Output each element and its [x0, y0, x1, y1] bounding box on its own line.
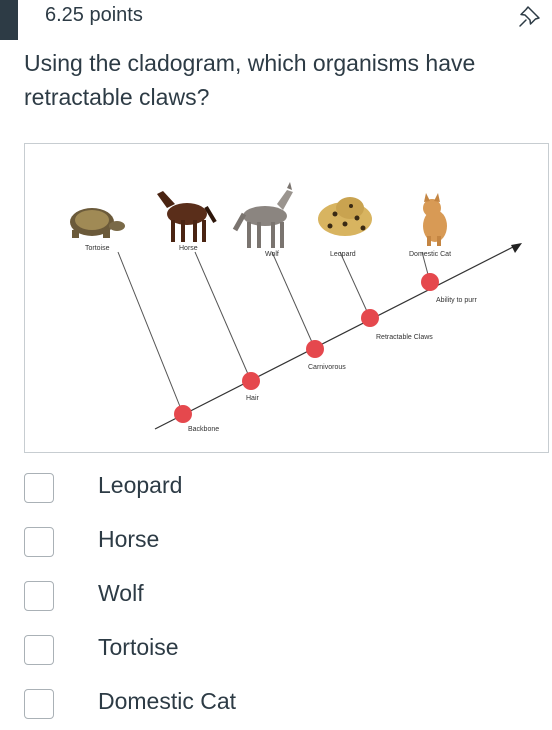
- node-backbone: [174, 405, 192, 423]
- question-text: Using the cladogram, which organisms hav…: [24, 50, 476, 110]
- tortoise-image: [70, 208, 125, 238]
- node-retractable-claws: [361, 309, 379, 327]
- node-ability-to-purr: [421, 273, 439, 291]
- checkbox[interactable]: [24, 689, 54, 719]
- cladogram-arrowhead: [511, 243, 522, 253]
- wolf-image: [232, 182, 293, 248]
- leopard-image: [318, 197, 372, 236]
- label-wolf: Wolf: [265, 251, 279, 258]
- answer-option-leopard[interactable]: Leopard: [24, 466, 524, 510]
- trait-hair: Hair: [246, 395, 260, 402]
- answer-label: Domestic Cat: [98, 688, 237, 714]
- checkbox[interactable]: [24, 527, 54, 557]
- branch-wolf: [271, 251, 316, 350]
- answer-option-domestic-cat[interactable]: Domestic Cat: [24, 682, 524, 726]
- branch-horse: [194, 251, 252, 382]
- label-leopard: Leopard: [330, 251, 356, 258]
- horse-image: [157, 191, 217, 242]
- label-domestic-cat: Domestic Cat: [409, 251, 451, 258]
- pin-icon[interactable]: [516, 2, 544, 30]
- domestic-cat-image: [423, 193, 447, 246]
- trait-ability-to-purr: Ability to purr: [436, 297, 478, 304]
- label-tortoise: Tortoise: [85, 245, 110, 252]
- trait-backbone: Backbone: [188, 426, 219, 433]
- label-horse: Horse: [179, 245, 198, 252]
- checkbox[interactable]: [24, 473, 54, 503]
- node-hair: [242, 372, 260, 390]
- question-nav-tab: [0, 0, 18, 40]
- answer-label: Horse: [98, 526, 160, 552]
- trait-retractable-claws: Retractable Claws: [376, 334, 433, 341]
- cladogram-axis: [154, 246, 514, 430]
- answer-option-horse[interactable]: Horse: [24, 520, 524, 564]
- question-points: 6.25 points: [45, 4, 143, 26]
- cladogram-figure: Tortoise Horse Wolf Leopard Domestic Cat…: [24, 143, 549, 453]
- answer-label: Wolf: [98, 580, 144, 606]
- node-carnivorous: [306, 340, 324, 358]
- answer-label: Tortoise: [98, 634, 179, 660]
- branch-tortoise: [117, 251, 184, 415]
- answer-option-tortoise[interactable]: Tortoise: [24, 628, 524, 672]
- trait-carnivorous: Carnivorous: [308, 364, 346, 371]
- branch-leopard: [339, 251, 371, 319]
- answer-option-wolf[interactable]: Wolf: [24, 574, 524, 618]
- answer-label: Leopard: [98, 472, 183, 498]
- checkbox[interactable]: [24, 635, 54, 665]
- checkbox[interactable]: [24, 581, 54, 611]
